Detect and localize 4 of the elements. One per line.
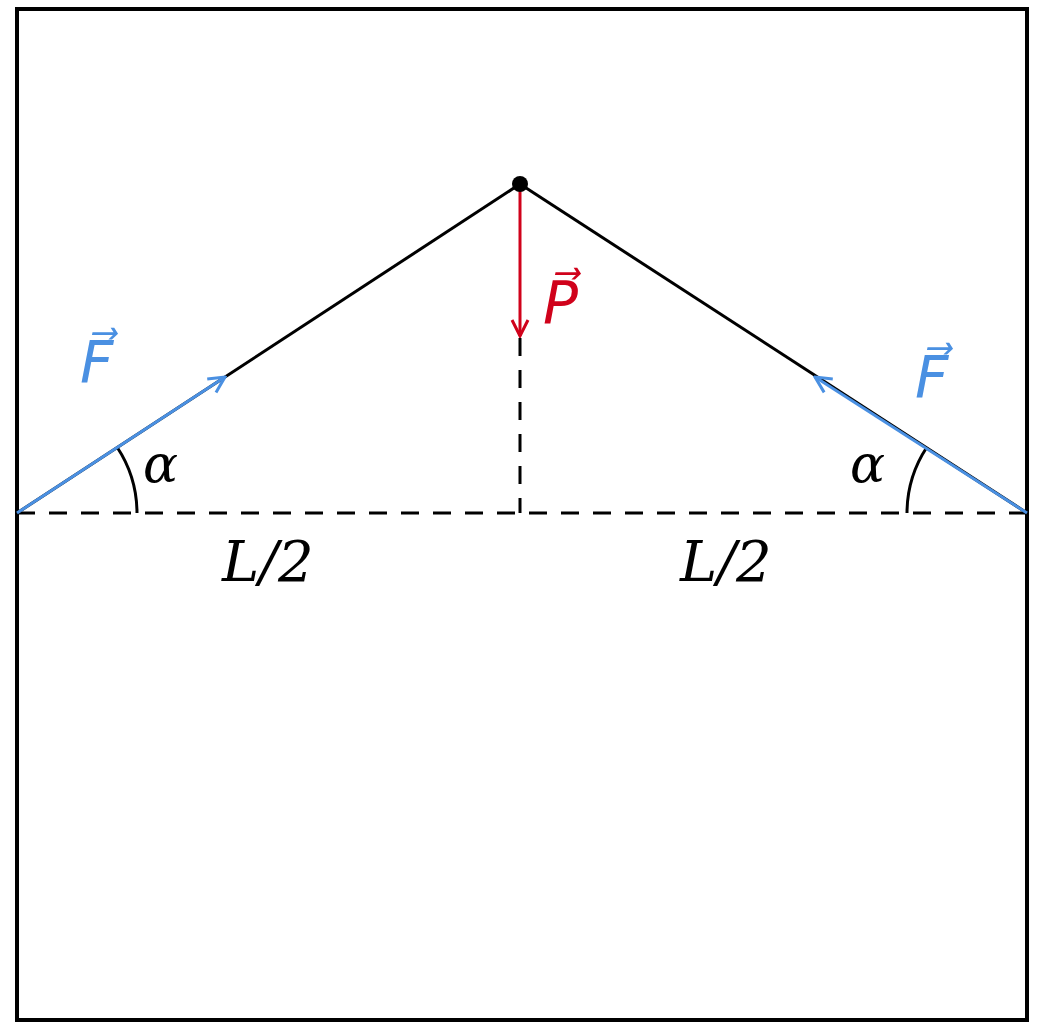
angle-label: α [850,435,886,495]
dimension-label: L/2 [680,530,772,595]
dimension-label: L/2 [222,530,314,595]
angle-label: α [143,435,179,495]
